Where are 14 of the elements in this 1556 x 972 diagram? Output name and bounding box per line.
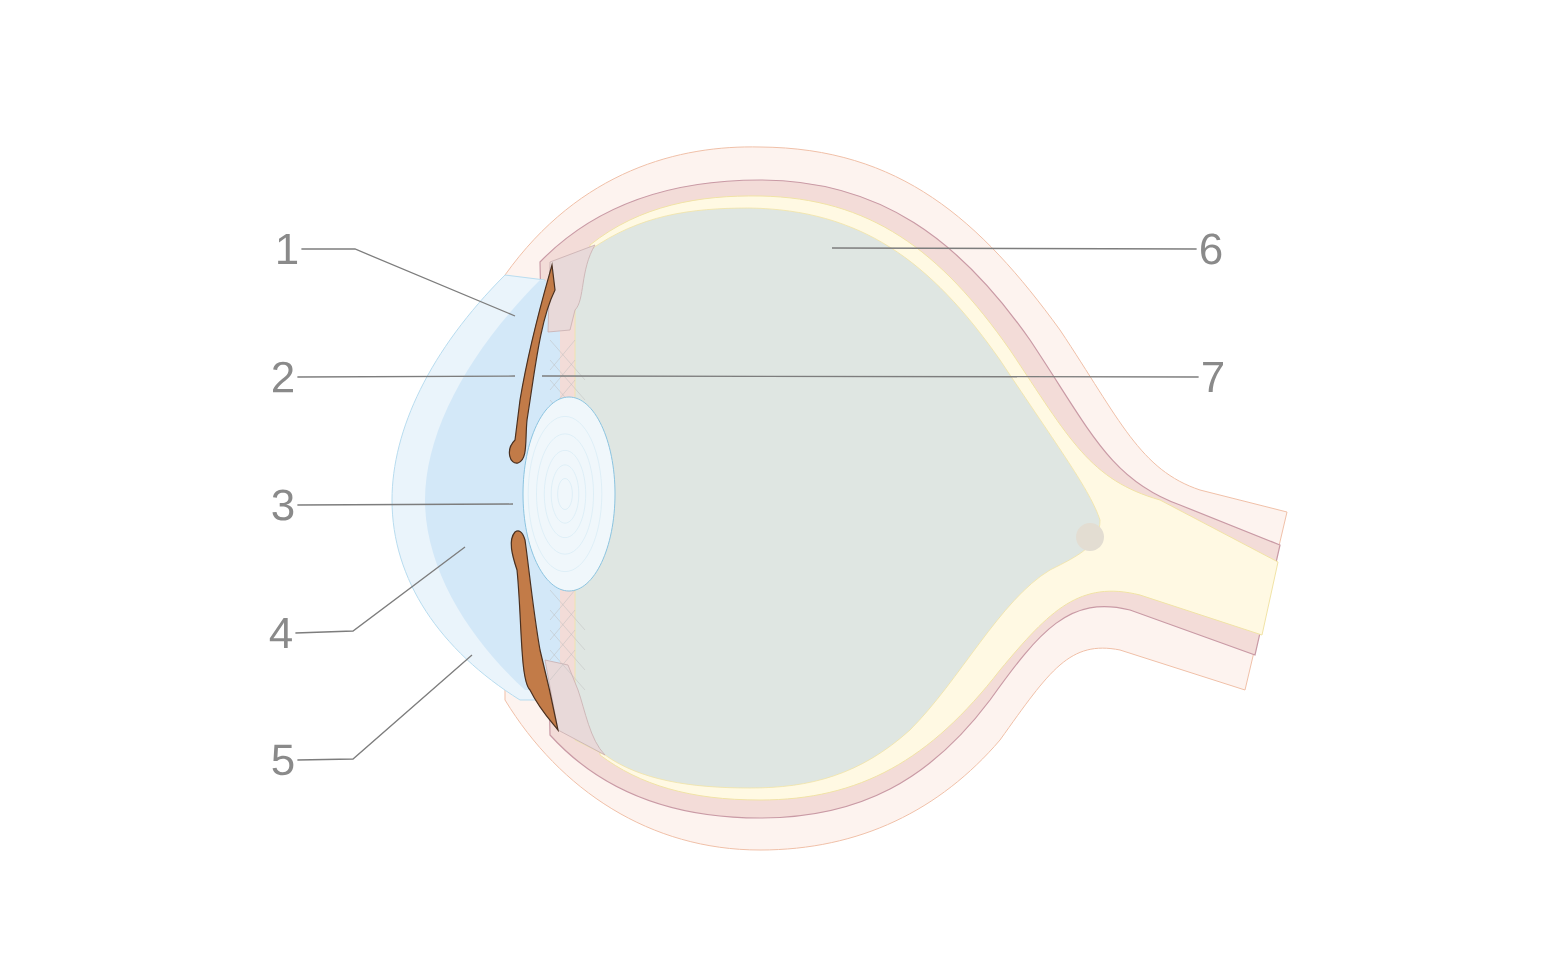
leader-line [831,247,1198,250]
leader-line [294,546,466,634]
callout-number: 6 [1201,233,1222,265]
leader-line [296,503,514,506]
leader-line [541,375,1200,378]
callout-number: 1 [278,233,298,265]
callout-number: 7 [1203,361,1223,393]
callout-number: 3 [272,489,294,521]
callout-number: 5 [272,744,294,776]
callout-number: 4 [269,617,292,649]
leader-line [296,654,473,761]
leader-line [296,375,516,378]
leader-line [300,248,516,317]
callout-number: 2 [273,361,293,393]
